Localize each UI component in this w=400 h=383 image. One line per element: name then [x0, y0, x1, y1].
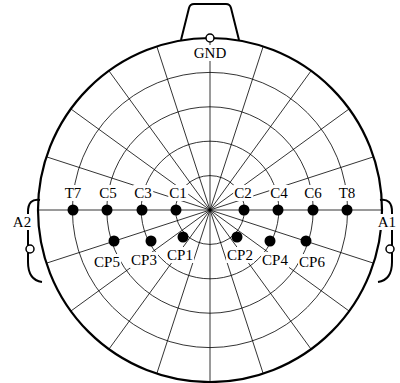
head-outline	[38, 38, 382, 382]
electrode-dot	[102, 205, 113, 216]
electrode-dot	[232, 232, 243, 243]
electrode-label: C4	[269, 185, 289, 201]
electrode-label: CP2	[226, 247, 254, 263]
electrode-label: C3	[133, 185, 153, 201]
electrode-dot	[301, 236, 312, 247]
electrode-label: C6	[303, 185, 323, 201]
electrode-dot	[68, 205, 79, 216]
electrode-label: CP3	[130, 252, 158, 268]
electrode-dot	[239, 205, 250, 216]
polar-grid	[38, 38, 382, 382]
electrode-label: T8	[338, 185, 357, 201]
electrode-label: CP6	[298, 254, 326, 270]
electrode-dot	[171, 205, 182, 216]
electrode-label: C1	[168, 185, 188, 201]
electrode-dot	[273, 205, 284, 216]
electrode-dot	[342, 205, 353, 216]
electrode-label: C2	[233, 185, 253, 201]
electrode-label: C5	[98, 185, 118, 201]
electrode-dot	[137, 205, 148, 216]
ground-electrode	[206, 34, 214, 42]
ground-label: GND	[193, 45, 228, 61]
grid-spoke	[46, 157, 373, 263]
ear-label: A1	[377, 214, 397, 230]
electrode-label: CP4	[261, 252, 289, 268]
electrodes	[68, 205, 353, 247]
electrode-dot	[146, 236, 157, 247]
electrode-dot	[308, 205, 319, 216]
electrode-dot	[178, 232, 189, 243]
electrode-dot	[109, 236, 120, 247]
electrode-label: T7	[64, 185, 83, 201]
electrode-label: CP5	[93, 254, 121, 270]
ear-label: A2	[12, 214, 32, 230]
electrode-label: CP1	[166, 247, 194, 263]
ear-electrode	[26, 245, 34, 253]
ear-electrode	[386, 245, 394, 253]
electrode-dot	[265, 236, 276, 247]
